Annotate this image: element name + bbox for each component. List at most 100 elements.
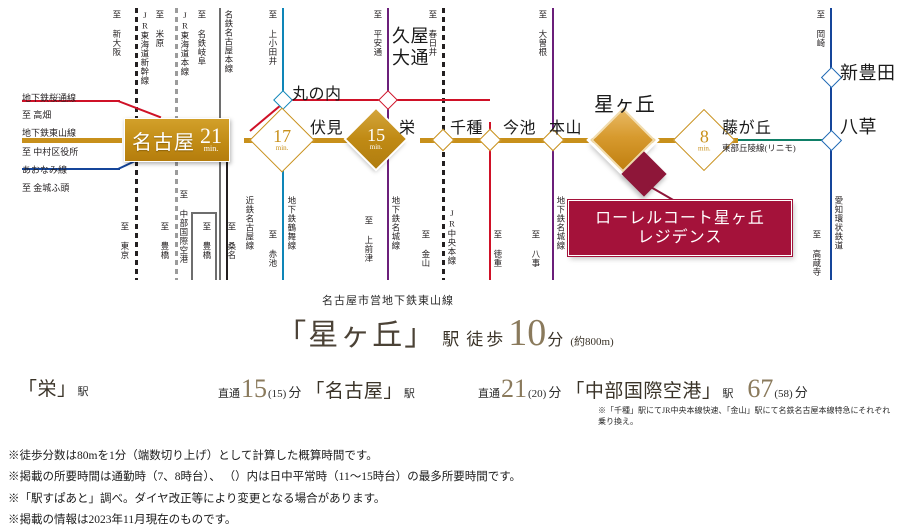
time-marker-fujigaoka-minutes: 8 xyxy=(699,126,709,147)
label-meitetsu-nagoya-honsen: 名鉄名古屋本線 xyxy=(223,10,234,73)
label-to-ozone: 至 大曽根 xyxy=(537,10,548,57)
rail-subway-sakuradori-east xyxy=(489,122,491,280)
headline-subtitle: 名古屋市営地下鉄東山線 xyxy=(322,295,454,307)
label-to-tokushige: 至 徳重 xyxy=(492,230,503,268)
route-airport-to: 「中部国際空港」 xyxy=(565,381,722,402)
headline-minutes-unit: 分 xyxy=(547,332,564,349)
property-name-line2: レジデンス xyxy=(637,229,723,246)
label-jr-tokaido-honsen: JR東海道本線 xyxy=(179,10,190,76)
route-sakae-from: 「栄」 xyxy=(18,379,77,400)
label-to-yagoto: 至 八事 xyxy=(530,230,541,268)
disclaimer-block: ※徒歩分数は80mを1分（端数切り上げ）として計算した概算時間です。 ※掲載の所… xyxy=(8,446,898,531)
time-marker-sakae-unit: min. xyxy=(369,143,383,152)
station-shin-toyota-label: 新豊田 xyxy=(840,63,896,83)
label-to-kamimaezu: 至 上前津 xyxy=(363,216,374,263)
headline-station: 「星ヶ丘」 xyxy=(276,319,437,352)
rail-chubu-airport-branch-top xyxy=(191,212,217,214)
transit-map: 至 新大阪 JR東海道新幹線 至 米原 JR東海道本線 至 名鉄岐阜 名鉄名古屋… xyxy=(22,8,896,280)
station-chikusa-label: 千種 xyxy=(450,120,484,137)
route-note: ※「千種」駅にてJR中央本線快速、「金山」駅にて名鉄名古屋本線特急にそれぞれ乗り… xyxy=(598,406,891,426)
time-marker-fushimi-unit: min. xyxy=(275,144,289,153)
station-kuyama-odori-label-2: 大通 xyxy=(392,48,429,68)
station-kuyama-odori-marker[interactable] xyxy=(378,90,398,110)
routes-block: 「栄」 駅 直通 15 (15) 分 「名古屋」 駅 直通 21 (20) 分 … xyxy=(0,368,898,414)
label-to-tokyo: 至 東京 xyxy=(119,222,130,260)
time-marker-fushimi[interactable]: 17 min. xyxy=(249,107,315,173)
route-sakae-prefix: 直通 xyxy=(218,388,240,400)
label-subway-tsurumai-line: 地下鉄鶴舞線 xyxy=(286,196,297,250)
station-yakusa-marker[interactable] xyxy=(820,129,843,152)
label-to-kanayama: 至 金山 xyxy=(420,230,431,268)
rail-kintetsu-nagoya-line xyxy=(226,160,228,280)
label-to-kozoji: 至 高蔵寺 xyxy=(811,230,822,277)
label-subway-meijo-line-west: 地下鉄名城線 xyxy=(390,196,401,250)
station-sakae-label: 栄 xyxy=(399,120,416,137)
route-sakae-to-eki: 駅 xyxy=(403,388,415,400)
station-yakusa-label: 八草 xyxy=(840,117,877,137)
route-sakae-minutes-paren: (15) xyxy=(268,388,287,400)
label-to-kuwana: 至 桑名 xyxy=(226,222,237,260)
route-airport-prefix: 直通 xyxy=(478,388,500,400)
label-to-toyohashi-1: 至 豊橋 xyxy=(159,222,170,260)
route-sakae-to-nagoya: 直通 15 (15) 分 「名古屋」 駅 xyxy=(218,374,415,404)
headline-eki: 駅 xyxy=(442,330,460,349)
label-to-takabata: 至 高畑 xyxy=(22,110,52,120)
label-jr-tokaido-shinkansen: JR東海道新幹線 xyxy=(139,10,150,85)
time-marker-sakae[interactable]: 15 min. xyxy=(346,109,406,169)
route-airport-minutes2-paren: (58) xyxy=(774,388,793,400)
rail-chubu-airport-branch-right xyxy=(215,212,217,280)
route-airport-to-eki: 駅 xyxy=(722,388,734,400)
label-to-meitetsu-gifu: 至 名鉄岐阜 xyxy=(196,10,207,66)
disclaimer-line-2: ※掲載の所要時間は通勤時（7、8時台）、 （）内は日中平常時（11〜15時台）の… xyxy=(8,471,522,484)
rail-higashiyama-seg-c xyxy=(420,138,610,143)
route-airport-minutes2-unit: 分 xyxy=(794,385,808,400)
route-airport: 直通 21 (20) 分 「中部国際空港」 駅 67 (58) 分 xyxy=(478,374,812,404)
route-sakae-minutes-unit: 分 xyxy=(288,385,302,400)
route-airport-minutes2: 67 xyxy=(747,374,774,403)
rail-higashiyama-seg-b xyxy=(305,138,357,143)
disclaimer-line-1: ※徒歩分数は80mを1分（端数切り上げ）として計算した概算時間です。 xyxy=(8,450,378,462)
headline-block: 名古屋市営地下鉄東山線 「星ヶ丘」 駅 徒歩 10 分 (約800m) xyxy=(0,292,898,355)
label-to-chubu-airport: 至 中部国際空港 xyxy=(178,190,189,264)
rail-aonami-west xyxy=(22,168,120,170)
station-marunouchi-label: 丸の内 xyxy=(292,86,342,103)
label-aichi-loop-railway: 愛知環状鉄道 xyxy=(833,196,844,250)
label-jr-chuo-honsen: JR中央本線 xyxy=(446,208,457,265)
label-to-toyohashi-2: 至 豊橋 xyxy=(201,222,212,260)
route-sakae-minutes: 15 xyxy=(241,374,267,403)
headline-distance: (約800m) xyxy=(570,336,614,348)
label-to-kami-otai: 至 上小田井 xyxy=(267,10,278,66)
route-airport-minutes-unit: 分 xyxy=(548,385,562,400)
route-sakae-from-eki: 駅 xyxy=(77,386,89,398)
station-nagoya-label: 名古屋 xyxy=(132,131,195,154)
rail-chubu-airport-branch-left xyxy=(191,212,193,280)
disclaimer-line-3: ※「駅すぱあと」調べ。ダイヤ改正等により変更となる場合があります。 xyxy=(8,492,386,505)
headline-walk-label: 徒歩 xyxy=(466,330,507,349)
rail-linimo xyxy=(738,139,832,141)
label-to-maibara: 至 米原 xyxy=(154,10,165,48)
station-nagoya[interactable]: 名古屋 21 min. xyxy=(124,118,230,162)
route-sakae-to: 「名古屋」 xyxy=(305,381,403,402)
time-marker-fushimi-minutes: 17 xyxy=(273,126,292,147)
station-fujigaoka-label: 藤が丘 xyxy=(722,120,772,137)
time-marker-fujigaoka-unit: min. xyxy=(697,144,711,153)
headline-main: 「星ヶ丘」 駅 徒歩 10 分 (約800m) xyxy=(0,310,898,355)
route-sakae-origin: 「栄」 駅 xyxy=(18,374,89,401)
label-to-nakamura-kuyakusho: 至 中村区役所 xyxy=(22,147,79,157)
label-subway-sakuradori-line: 地下鉄桜通線 xyxy=(22,93,77,103)
time-marker-sakae-minutes: 15 xyxy=(367,125,386,146)
label-kintetsu-nagoya-line: 近鉄名古屋線 xyxy=(244,196,255,250)
label-to-kasugai: 至 春日井 xyxy=(427,10,438,57)
label-subway-higashiyama-line: 地下鉄東山線 xyxy=(22,128,77,138)
property-callout: ローレルコート星ヶ丘 レジデンス xyxy=(567,199,793,257)
disclaimer-line-4: ※掲載の情報は2023年11月現在のものです。 xyxy=(8,513,237,526)
label-to-heianndori: 至 平安通 xyxy=(372,10,383,57)
station-hoshigaoka-label: 星ヶ丘 xyxy=(594,94,656,116)
label-linimo-line: 東部丘陵線(リニモ) xyxy=(722,143,796,153)
headline-minutes: 10 xyxy=(508,312,547,354)
rail-sakuradori-west xyxy=(22,100,120,102)
station-nagoya-minutes: 21 xyxy=(200,123,222,149)
rail-higashiyama-west xyxy=(22,138,122,143)
label-to-shin-osaka: 至 新大阪 xyxy=(111,10,122,57)
property-name-line1: ローレルコート星ヶ丘 xyxy=(595,209,765,227)
